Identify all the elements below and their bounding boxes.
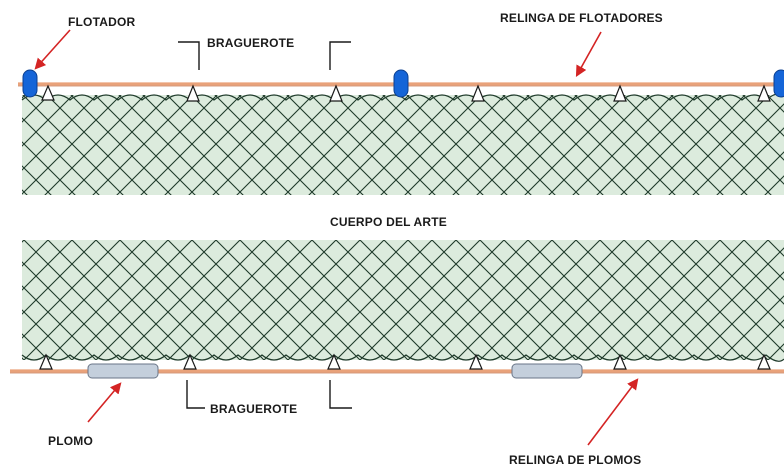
net-panel-top	[21, 93, 784, 195]
tie-bracket-top	[178, 41, 351, 70]
float-line-ties	[41, 84, 771, 102]
label-tie-bottom: BRAGUEROTE	[210, 402, 297, 416]
tie-bracket-bottom	[186, 380, 352, 409]
float-1	[22, 69, 38, 98]
sinkers	[87, 363, 583, 379]
arrow-float-line	[575, 31, 602, 77]
float-3	[773, 69, 784, 98]
arrow-lead-line	[587, 378, 639, 446]
arrow-float	[34, 29, 71, 70]
label-sinker: PLOMO	[48, 434, 93, 448]
label-net-body: CUERPO DEL ARTE	[330, 215, 447, 229]
label-tie-top: BRAGUEROTE	[207, 36, 294, 50]
label-lead-line: RELINGA DE PLOMOS	[509, 453, 641, 467]
sinker-1	[87, 363, 159, 379]
label-float-line: RELINGA DE FLOTADORES	[500, 11, 663, 25]
arrow-sinker	[87, 382, 122, 423]
float-2	[393, 69, 409, 98]
net-panel-bottom	[21, 240, 784, 362]
sinker-2	[511, 363, 583, 379]
pointer-arrows	[34, 29, 639, 446]
label-float: FLOTADOR	[68, 15, 135, 29]
lead-line-ties	[39, 353, 771, 370]
floats	[22, 69, 784, 98]
